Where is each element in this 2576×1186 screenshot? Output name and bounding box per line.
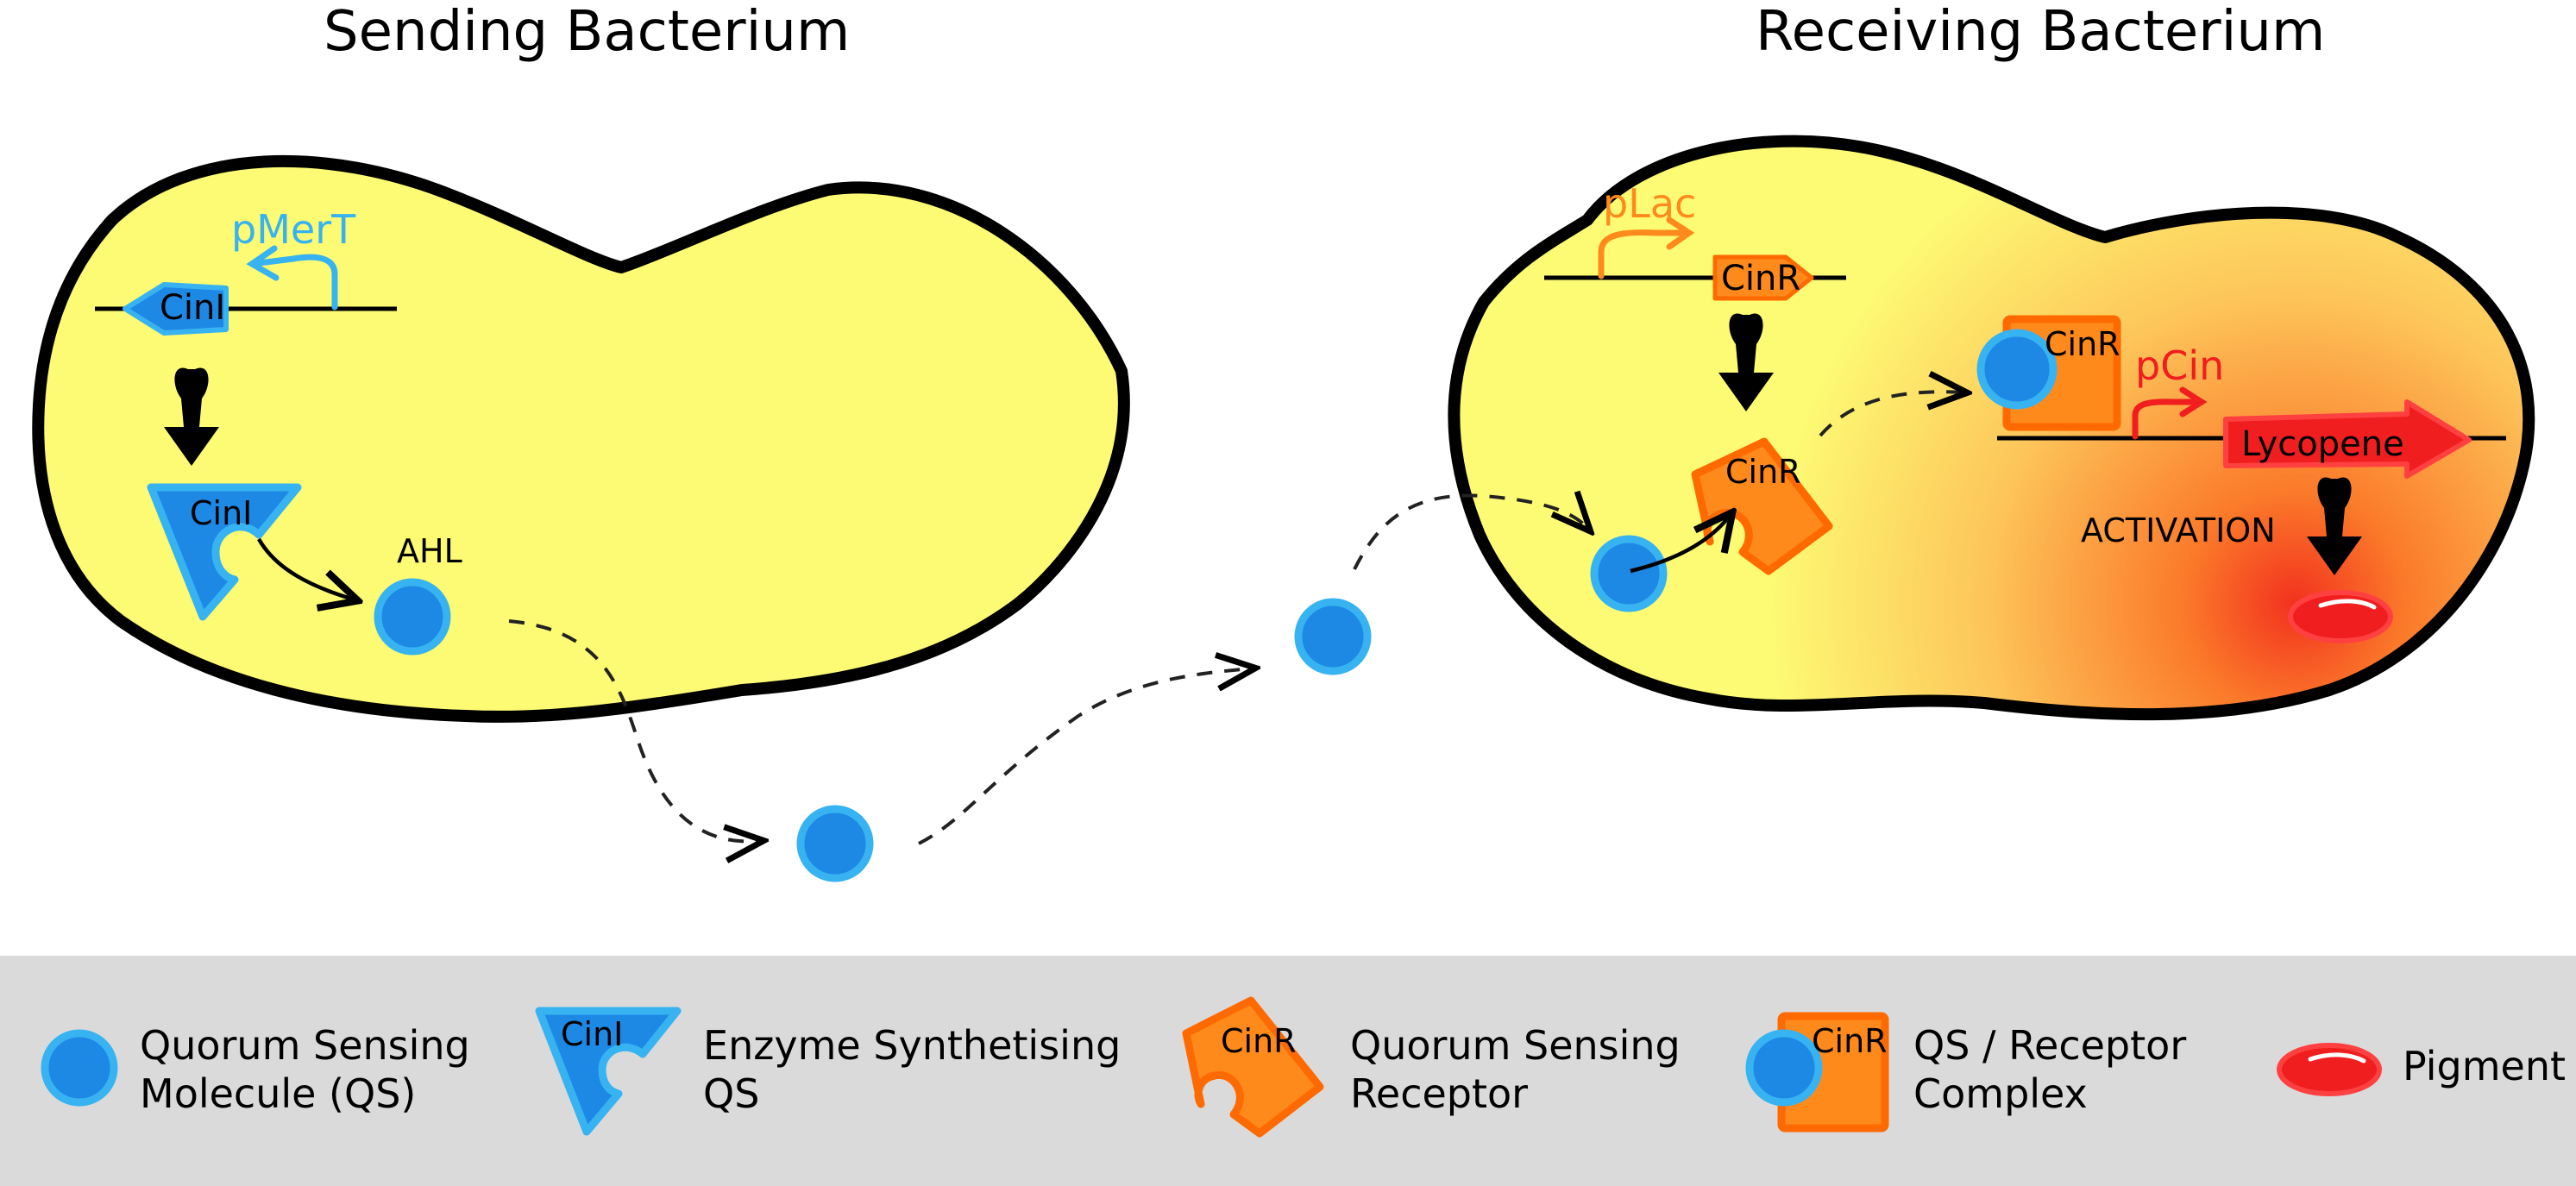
legend-receptor-label-1: Quorum Sensing bbox=[1350, 1022, 1681, 1069]
receiving-bacterium-title: Receiving Bacterium bbox=[1756, 0, 2325, 64]
sender-cinI-gene-arrow bbox=[123, 282, 229, 336]
legend-pigment-highlight bbox=[2308, 1052, 2366, 1064]
sender-expression-arrow bbox=[164, 367, 219, 466]
lycopene-gene-label: Lycopene bbox=[2241, 424, 2404, 464]
sending-bacterium-title: Sending Bacterium bbox=[324, 0, 850, 64]
cinI-enzyme bbox=[147, 483, 302, 621]
receiver-cinR-gene-arrow bbox=[1712, 254, 1814, 301]
activation-label: ACTIVATION bbox=[2081, 511, 2276, 549]
pmert-promoter-arrowhead bbox=[246, 245, 280, 281]
activation-arrow bbox=[2307, 477, 2362, 575]
plac-promoter-arrowhead bbox=[1666, 216, 1695, 250]
qs-molecule-receiver bbox=[1590, 535, 1668, 612]
pmert-promoter-arrow bbox=[255, 254, 338, 311]
legend-qs-molecule-icon bbox=[41, 1029, 118, 1107]
legend-complex-label-2: Complex bbox=[1913, 1070, 2088, 1117]
legend-pigment-label: Pigment bbox=[2403, 1043, 2566, 1089]
diffusion-path-1 bbox=[508, 619, 759, 842]
cinR-receptor-label: CinR bbox=[1725, 453, 1801, 491]
receiver-gene-label: CinR bbox=[1721, 259, 1800, 298]
receptor-to-complex-path bbox=[1819, 392, 1963, 437]
pcin-promoter-arrowhead bbox=[2179, 386, 2208, 417]
plac-promoter-label: pLac bbox=[1603, 180, 1696, 227]
enzyme-to-ahl-arrow bbox=[257, 537, 354, 599]
legend-receptor-label-2: Receptor bbox=[1350, 1070, 1528, 1117]
complex-label: CinR bbox=[2045, 325, 2120, 363]
complex-qs-molecule bbox=[1976, 329, 2058, 410]
legend-enzyme-label-1: Enzyme Synthetising bbox=[703, 1022, 1121, 1069]
diffusion-path-3 bbox=[1353, 495, 1587, 570]
cinI-enzyme-label: CinI bbox=[190, 494, 252, 532]
legend-enzyme-label-2: QS bbox=[703, 1070, 759, 1117]
legend-receptor-icon-label: CinR bbox=[1221, 1022, 1297, 1060]
plac-promoter-arrow bbox=[1598, 229, 1686, 279]
ahl-molecule-sender bbox=[374, 578, 451, 656]
ahl-label: AHL bbox=[397, 532, 462, 570]
sending-bacterium-cell bbox=[32, 154, 1130, 723]
diffusion-path-2 bbox=[918, 668, 1251, 845]
molecule-to-receptor-arrow bbox=[1630, 516, 1730, 574]
sender-gene-label: CinI bbox=[160, 288, 225, 328]
lycopene-gene-arrow bbox=[2223, 399, 2472, 479]
legend-complex-label-1: QS / Receptor bbox=[1913, 1022, 2186, 1069]
pcin-promoter-label: pCin bbox=[2135, 342, 2224, 389]
legend-complex-icon-label: CinR bbox=[1812, 1022, 1888, 1060]
qs-molecule-outside-2 bbox=[1294, 598, 1372, 675]
receiver-expression-arrow bbox=[1718, 313, 1774, 411]
qs-molecule-outside-1 bbox=[796, 805, 874, 882]
pmert-promoter-label: pMerT bbox=[231, 206, 356, 253]
legend-receptor-icon bbox=[1182, 996, 1324, 1138]
legend-pigment-icon bbox=[2277, 1043, 2382, 1096]
pigment-highlight bbox=[2318, 599, 2377, 610]
legend-enzyme-icon bbox=[535, 1007, 682, 1136]
legend-complex-qs-icon bbox=[1745, 1029, 1823, 1107]
legend-enzyme-icon-label: CinI bbox=[561, 1015, 623, 1053]
legend-qs-label-2: Molecule (QS) bbox=[140, 1070, 416, 1117]
legend-qs-label-1: Quorum Sensing bbox=[140, 1022, 470, 1069]
pcin-promoter-arrow bbox=[2132, 398, 2199, 440]
